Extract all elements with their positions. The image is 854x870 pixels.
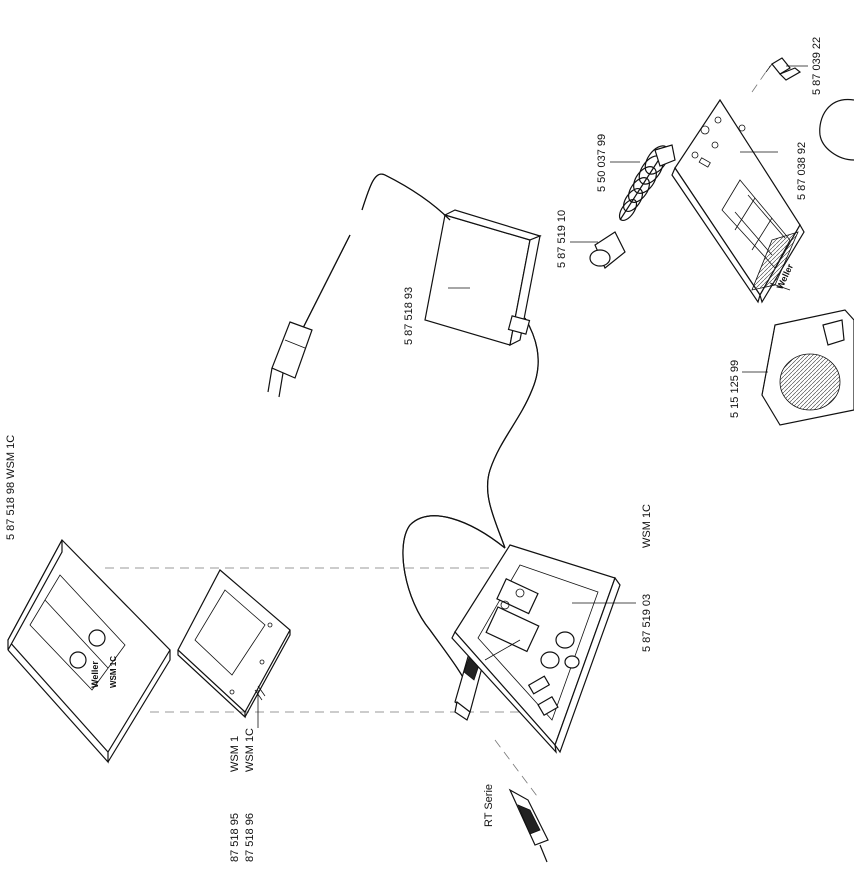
- power-supply-unit: [424, 209, 542, 347]
- spring-ring: [819, 98, 854, 161]
- station-housing: [451, 544, 621, 754]
- svg-text:5 50 037 99: 5 50 037 99: [596, 134, 608, 192]
- stand-base: Weller: [671, 98, 805, 304]
- svg-text:5 87 039 22: 5 87 039 22: [811, 37, 823, 95]
- svg-text:5 87 519 10: 5 87 519 10: [556, 210, 568, 268]
- psu-input-cable: [301, 173, 451, 331]
- svg-text:5 87 038 92: 5 87 038 92: [796, 142, 808, 200]
- svg-text:5 87 518 93: 5 87 518 93: [403, 287, 415, 345]
- label-spring-holder-part: 5 50 037 99: [596, 134, 608, 192]
- cover-model-text: WSM 1C: [109, 656, 118, 688]
- svg-text:5 87 518 98 WSM 1C: 5 87 518 98 WSM 1C: [5, 435, 17, 540]
- svg-text:WSM 1C: WSM 1C: [109, 656, 118, 688]
- label-pcb-part-2: 87 518 96: [244, 813, 256, 862]
- svg-text:5 15 125 99: 5 15 125 99: [729, 360, 741, 418]
- svg-text:5 87 519 03: 5 87 519 03: [641, 594, 653, 652]
- sleeve: [589, 231, 626, 269]
- svg-text:87 518 95: 87 518 95: [229, 813, 241, 862]
- svg-text:87 518 96: 87 518 96: [244, 813, 256, 862]
- label-sleeve-part: 5 87 519 10: [556, 210, 568, 268]
- retaining-clip: [765, 57, 802, 81]
- label-station-part: 5 87 519 03: [641, 594, 653, 652]
- label-clip-part: 5 87 039 22: [811, 37, 823, 95]
- label-wsm1c: WSM 1C: [641, 504, 653, 548]
- label-stand-base-part: 5 87 038 92: [796, 142, 808, 200]
- svg-text:WSM 1C: WSM 1C: [244, 728, 256, 772]
- svg-text:Weller: Weller: [90, 661, 100, 688]
- label-tip-series: RT Serie: [483, 784, 495, 827]
- soldering-tip: [508, 788, 549, 863]
- cover-logo: Weller: [90, 661, 100, 688]
- assembly-guide-lines: [105, 65, 771, 801]
- psu-output-cable: [486, 317, 539, 549]
- label-pcb-model-1: WSM 1: [229, 736, 241, 772]
- svg-text:RT Serie: RT Serie: [483, 784, 495, 827]
- front-cover: Weller WSM 1C: [7, 538, 171, 764]
- label-pcb-part-1: 87 518 95: [229, 813, 241, 862]
- label-pcb-model-2: WSM 1C: [244, 728, 256, 772]
- iron-cable: [402, 515, 506, 691]
- control-pcb: [177, 569, 291, 719]
- label-psu-part: 5 87 518 93: [403, 287, 415, 345]
- mains-plug: [267, 321, 313, 398]
- spring-holder: [618, 144, 676, 222]
- svg-text:WSM 1: WSM 1: [229, 736, 241, 772]
- label-sponge-tray-part: 5 15 125 99: [729, 360, 741, 418]
- sponge-tray: [761, 309, 854, 426]
- label-cover-part: 5 87 518 98 WSM 1C: [5, 435, 17, 540]
- svg-text:WSM 1C: WSM 1C: [641, 504, 653, 548]
